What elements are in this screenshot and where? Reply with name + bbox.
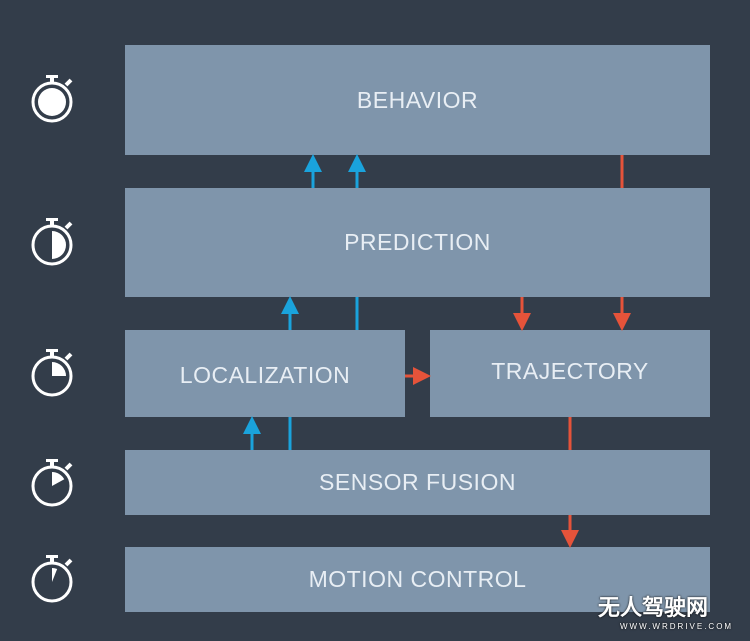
localization-box: LOCALIZATION xyxy=(125,330,405,417)
prediction-box: PREDICTION xyxy=(125,188,710,297)
stopwatch-icon xyxy=(31,555,73,603)
stopwatch-icon xyxy=(31,75,73,123)
trajectory-label: TRAJECTORY xyxy=(491,358,649,384)
localization-label: LOCALIZATION xyxy=(179,362,351,388)
sensor-fusion-box: SENSOR FUSION xyxy=(125,450,710,515)
stopwatch-icon xyxy=(31,459,73,507)
stopwatch-icon xyxy=(31,349,73,397)
behavior-box: BEHAVIOR xyxy=(125,45,710,155)
behavior-label: BEHAVIOR xyxy=(356,86,479,113)
stopwatch-icon xyxy=(31,218,73,266)
prediction-label: PREDICTION xyxy=(344,229,491,255)
motion-control-label: MOTION CONTROL xyxy=(308,566,527,592)
trajectory-box: TRAJECTORY xyxy=(430,330,710,417)
timer-icons xyxy=(31,75,73,603)
motion-control-box: MOTION CONTROL xyxy=(125,547,710,612)
sensor-fusion-label: SENSOR FUSION xyxy=(319,469,516,495)
